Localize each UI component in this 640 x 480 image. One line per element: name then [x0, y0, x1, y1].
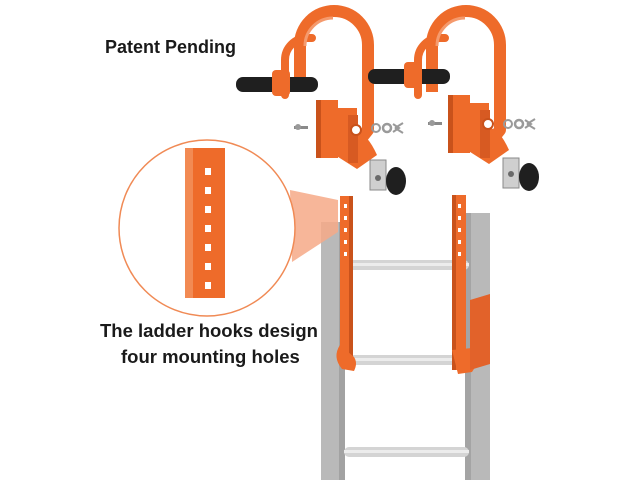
- ladder-hook-icon: [236, 5, 406, 195]
- patent-label: Patent Pending: [105, 37, 237, 57]
- mounted-hook-right: [452, 195, 490, 374]
- caption-line-1: The ladder hooks design: [100, 320, 318, 341]
- mounted-hook-left: [336, 196, 356, 371]
- magnifier-callout-icon: [118, 139, 338, 317]
- ladder-hook-icon: [368, 5, 539, 191]
- caption-line-2: four mounting holes: [121, 346, 300, 367]
